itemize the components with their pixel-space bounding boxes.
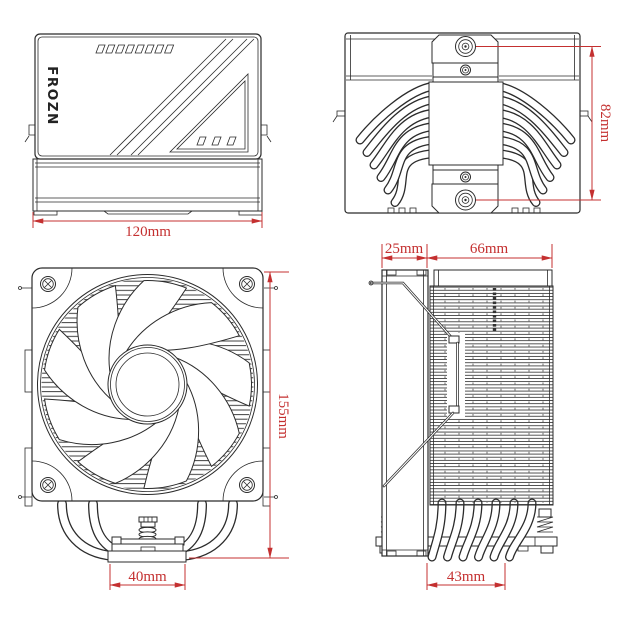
dim-label-43mm: 43mm (447, 569, 486, 585)
dim-label-82mm: 82mm (597, 104, 613, 143)
clip-channel (447, 333, 465, 417)
corner-screw (40, 276, 56, 292)
side-fan-profile (381, 269, 429, 557)
side-heatpipes (427, 498, 537, 562)
view-top-heatsink: 82mm (332, 32, 613, 214)
dimension-mount-span: 82mm (476, 45, 613, 201)
dim-label-25mm: 25mm (385, 241, 424, 257)
cover-vent-slots (95, 44, 175, 54)
fan-retention-clip (368, 280, 460, 488)
fan-corner-screws (40, 276, 255, 493)
top-fin-bar (346, 35, 579, 81)
dimension-side-fins: 66mm (426, 241, 553, 261)
top-small-screw (460, 64, 471, 76)
dimension-front-height: 155mm (189, 271, 291, 559)
spring-screw-right (536, 508, 554, 533)
base-assembly (107, 516, 187, 563)
dim-label-66mm: 66mm (470, 241, 509, 257)
dimension-front-base: 40mm (109, 564, 186, 590)
bottom-edge-teeth (387, 207, 541, 214)
corner-screw (239, 477, 255, 493)
dimension-side-base: 43mm (426, 563, 506, 590)
dim-label-40mm: 40mm (128, 569, 167, 585)
dim-label-120mm: 120mm (125, 224, 171, 240)
fan-opening-inner-ring (40, 277, 255, 492)
dim-label-155mm: 155mm (275, 393, 291, 439)
view-top-fan-cover: FROZN 120mm (24, 33, 272, 240)
corner-screw (40, 477, 56, 493)
bottom-small-screw (460, 171, 471, 183)
top-mount-screw (455, 36, 476, 57)
bottom-mount-screw (455, 189, 476, 211)
fan-opening-outer-ring (37, 274, 258, 495)
fin-stack-edge (32, 158, 263, 216)
cover-diagonal-decoration (109, 38, 255, 156)
fan-corner-arcs (31, 267, 264, 502)
view-front-fan: 155mm 40mm (18, 267, 291, 590)
cover-side-hooks (24, 124, 272, 143)
heatpipes-top-view (355, 81, 576, 207)
fan-hub (107, 344, 188, 425)
corner-screw (239, 276, 255, 292)
dimension-side-fan: 25mm (381, 241, 553, 268)
side-fin-stack (429, 269, 554, 506)
mounting-column (428, 34, 504, 214)
fin-top-plate (433, 269, 553, 287)
fan-cover-inner-outline (37, 36, 259, 157)
center-plate (428, 81, 504, 166)
view-side: 25mm 66mm 43mm (368, 241, 558, 590)
cold-plate (107, 550, 187, 563)
brand-logo: FROZN (44, 66, 60, 126)
dimension-top-width: 120mm (32, 212, 263, 240)
